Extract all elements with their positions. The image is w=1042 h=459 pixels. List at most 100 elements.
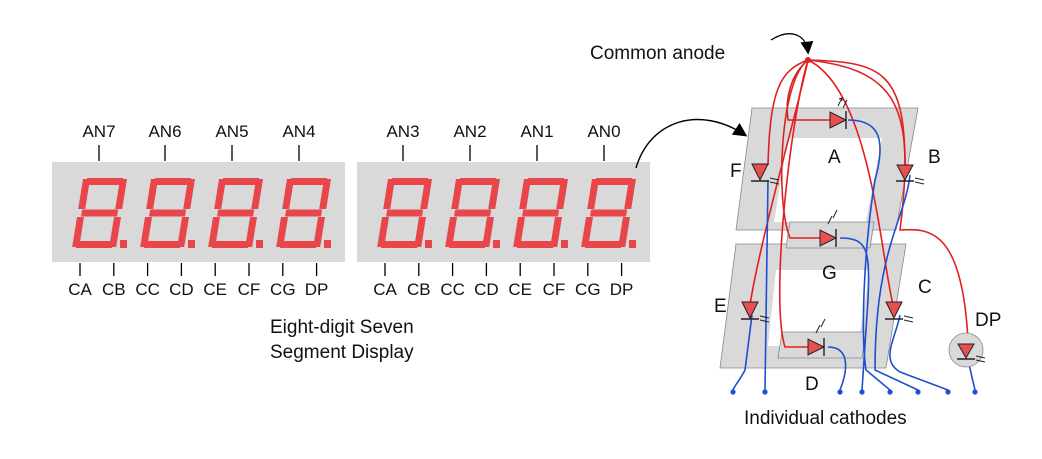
segment-dp [188, 240, 195, 248]
digit-5 [208, 178, 263, 248]
segment-label-f: F [730, 161, 742, 182]
segment-c [245, 217, 257, 247]
segment-f [519, 179, 531, 209]
segment-g [386, 209, 424, 217]
led-g [819, 229, 838, 247]
anode-wires [749, 59, 969, 348]
segment-a [391, 178, 429, 185]
anode-label-an3: AN3 [386, 122, 419, 141]
cathode-label-dp: DP [610, 280, 634, 299]
cathode-wires [732, 119, 976, 391]
led-c [885, 301, 903, 320]
segment-c [550, 217, 562, 247]
segment-a [459, 178, 497, 185]
cathode-label-ca: CA [373, 280, 397, 299]
cathode-label-cb: CB [407, 280, 431, 299]
segment-label-dp: DP [975, 310, 1001, 331]
digit-6 [140, 178, 195, 248]
segment-dp [629, 240, 636, 248]
segment-a [595, 178, 633, 185]
cathode-label-cb: CB [102, 280, 126, 299]
segment-g [454, 209, 492, 217]
anode-label-an6: AN6 [148, 122, 181, 141]
segment-c [618, 217, 630, 247]
cathode-label-ce: CE [508, 280, 532, 299]
segment-dp [493, 240, 500, 248]
segment-e [72, 217, 84, 247]
segment-b [183, 179, 195, 209]
led-d [807, 338, 826, 356]
segment-e [208, 217, 220, 247]
segment-e [513, 217, 525, 247]
cathode-label-cf: CF [238, 280, 261, 299]
common-anode-arrow [770, 33, 814, 55]
segment-d [585, 241, 623, 248]
digit-3 [377, 178, 432, 248]
segment-label-a: A [828, 147, 841, 168]
led-b [896, 164, 914, 182]
segment-b [556, 179, 568, 209]
segment-d [517, 241, 555, 248]
segment-g [149, 209, 187, 217]
led-a [829, 111, 848, 129]
segment-c [414, 217, 426, 247]
segment-f [282, 179, 294, 209]
segment-dp [256, 240, 263, 248]
anode-label-an0: AN0 [587, 122, 620, 141]
segment-label-e: E [714, 296, 727, 317]
caption-line-1: Eight-digit Seven [270, 317, 414, 338]
anode-label-an5: AN5 [215, 122, 248, 141]
digit-group [72, 178, 636, 248]
segment-a [86, 178, 124, 185]
segment-e [276, 217, 288, 247]
digit-1 [513, 178, 568, 248]
segment-f [146, 179, 158, 209]
segment-g [285, 209, 323, 217]
segment-dp [324, 240, 331, 248]
segment-e [140, 217, 152, 247]
segment-d [381, 241, 419, 248]
common-anode-node [805, 57, 811, 63]
segment-f [451, 179, 463, 209]
segment-e [445, 217, 457, 247]
segment-c [482, 217, 494, 247]
cathode-label-cd: CD [169, 280, 194, 299]
digit-7 [72, 178, 127, 248]
segment-g [217, 209, 255, 217]
segment-label-d: D [805, 374, 819, 395]
cathodes-label: Individual cathodes [744, 408, 907, 429]
common-anode-label: Common anode [590, 43, 725, 64]
segment-label-b: B [928, 147, 941, 168]
segment-b [115, 179, 127, 209]
segment-g [522, 209, 560, 217]
segment-d [212, 241, 250, 248]
segment-a [222, 178, 260, 185]
segment-a [527, 178, 565, 185]
cathode-label-cd: CD [474, 280, 499, 299]
segment-f [214, 179, 226, 209]
segment-f [587, 179, 599, 209]
segment-b [319, 179, 331, 209]
segment-b [420, 179, 432, 209]
cathode-label-cc: CC [135, 280, 160, 299]
segment-c [109, 217, 121, 247]
segment-dp [120, 240, 127, 248]
connector-arrow [635, 118, 748, 169]
cathode-label-cg: CG [575, 280, 601, 299]
segment-dp [561, 240, 568, 248]
led-f [751, 163, 769, 182]
segment-c [313, 217, 325, 247]
led-dp [948, 332, 984, 368]
anode-label-an1: AN1 [520, 122, 553, 141]
emission-arrows [759, 97, 986, 363]
segment-b [488, 179, 500, 209]
segment-d [76, 241, 114, 248]
cathode-terminals [730, 389, 978, 395]
lower-segment-hole [768, 270, 870, 346]
segment-f [78, 179, 90, 209]
anode-label-an2: AN2 [453, 122, 486, 141]
digit-2 [445, 178, 500, 248]
segment-d [144, 241, 182, 248]
digit-4 [276, 178, 331, 248]
